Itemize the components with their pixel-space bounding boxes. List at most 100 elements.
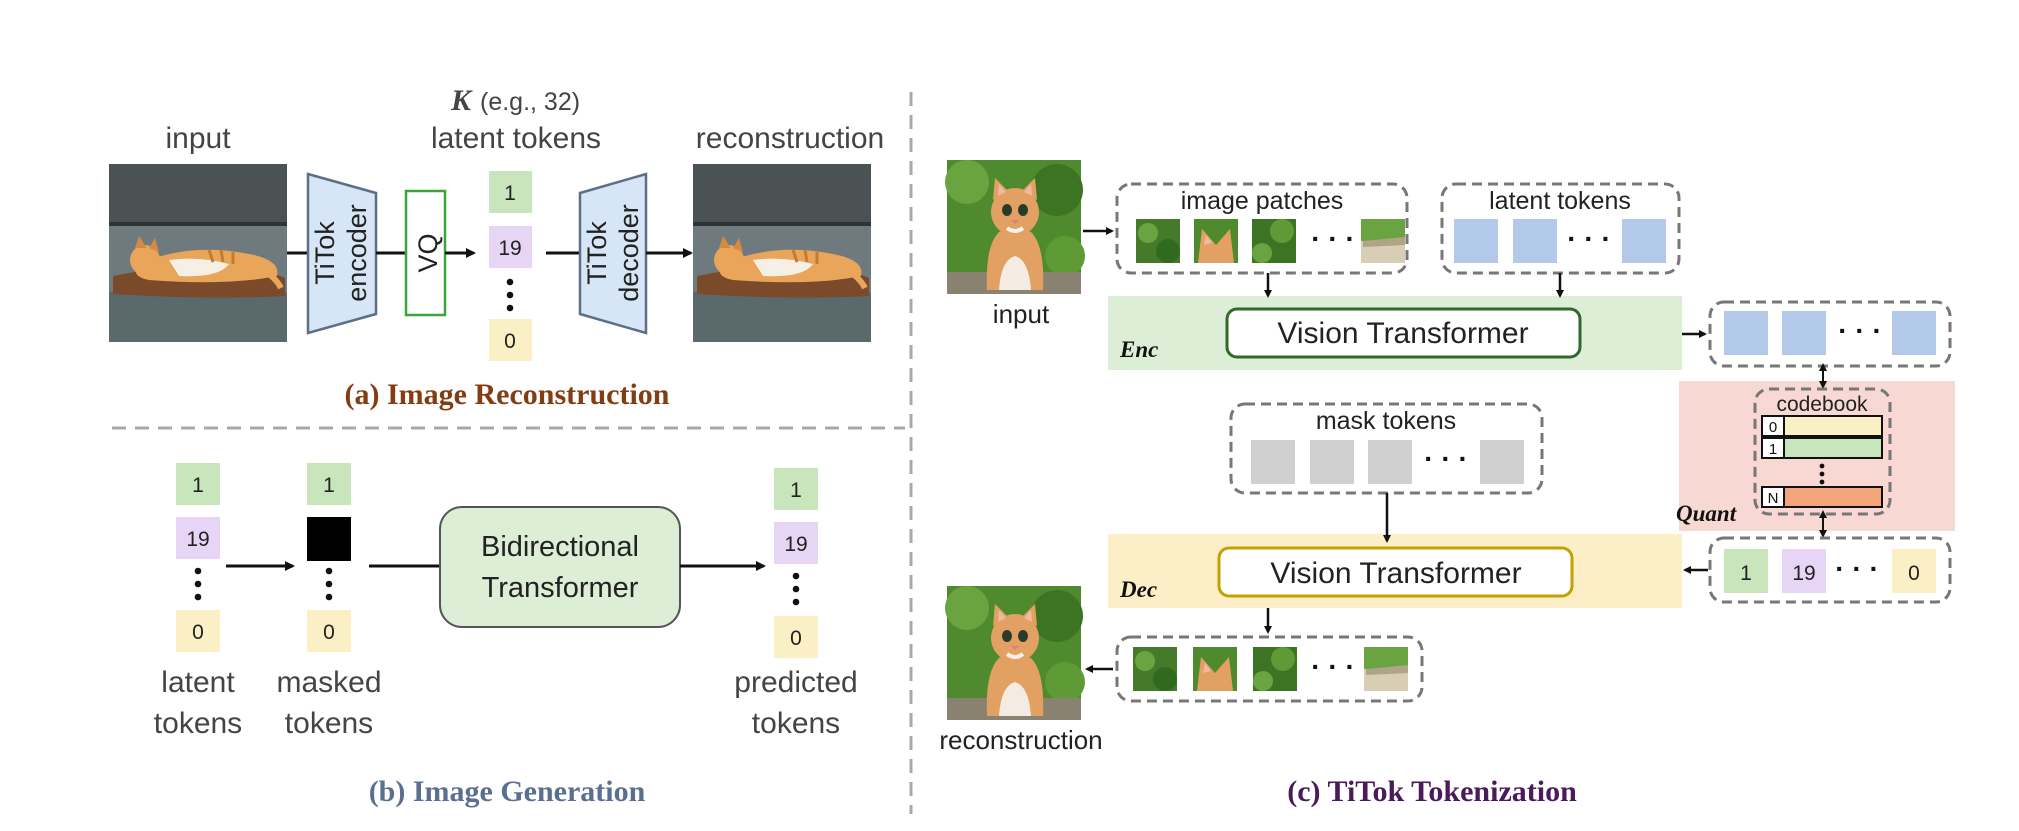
- mask-token-gray-1: [1251, 440, 1295, 484]
- latent-ellipsis: · · ·: [1567, 223, 1611, 254]
- masked-tokens-label-line-1: masked: [276, 666, 381, 699]
- encoded-token-2: [1782, 311, 1826, 355]
- masked-token-1: [307, 463, 351, 505]
- token-1: [489, 171, 532, 213]
- panel-titok-tokenization: input image patches · · · latent tokens …: [939, 158, 1955, 808]
- panel-image-reconstruction: input TiTok encoder VQ K (e.g., 32) late…: [109, 84, 884, 411]
- latent-tokens-group-label: latent tokens: [1489, 187, 1631, 215]
- predicted-vertical-ellipsis: [792, 572, 800, 606]
- latent-token-blue-2: [1513, 219, 1557, 263]
- predicted-token-1-label: 1: [790, 479, 802, 502]
- mask-tokens-label: mask tokens: [1316, 407, 1456, 435]
- masked-token-0: [307, 610, 351, 652]
- latent-tokens-label-line-2: tokens: [154, 707, 242, 740]
- reconstructed-patch-last: [1364, 647, 1408, 691]
- decoder-vision-transformer: [1217, 546, 1574, 598]
- mask-token-gray-last: [1480, 440, 1524, 484]
- codebook-index-1-cell: [1761, 437, 1785, 459]
- enc-label: Enc: [1119, 337, 1158, 362]
- bidirectional-transformer-block: [439, 506, 681, 628]
- latent-token-1-label: 1: [192, 474, 204, 497]
- kitten-reconstruction-image: [943, 584, 1087, 722]
- codebook-vertical-ellipsis: [1819, 463, 1825, 485]
- image-patch-1: [1136, 219, 1180, 263]
- sleeping-cat-reconstruction-image: [693, 164, 871, 342]
- encoder-label-line-1: TiTok: [310, 221, 340, 285]
- encoder-label-line-2: encoder: [342, 204, 372, 302]
- masked-token-0-label: 0: [323, 621, 335, 644]
- patches-ellipsis: · · ·: [1311, 223, 1355, 254]
- latent-token-19: [176, 517, 220, 559]
- mask-token-black: [307, 517, 351, 561]
- panel-b-title: (b) Image Generation: [369, 775, 646, 808]
- codebook-index-0-cell: [1761, 415, 1785, 437]
- codebook-index-n-cell: [1761, 486, 1785, 508]
- encoded-token-1: [1724, 311, 1768, 355]
- predicted-token-0: [774, 616, 818, 658]
- image-patch-2: [1194, 219, 1238, 263]
- decoder-label-line-1: TiTok: [582, 221, 612, 285]
- sleeping-cat-input-image: [109, 164, 287, 342]
- predicted-token-1: [774, 468, 818, 510]
- masked-tokens-label-line-2: tokens: [285, 707, 373, 740]
- vertical-ellipsis: [506, 278, 514, 312]
- k-symbol: K: [450, 84, 473, 117]
- codebook-label: codebook: [1776, 393, 1868, 416]
- token-19: [489, 226, 532, 268]
- decoder-vit-label: Vision Transformer: [1270, 557, 1521, 590]
- mask-ellipsis: · · ·: [1424, 443, 1468, 474]
- encoder-vision-transformer: [1225, 307, 1582, 359]
- reconstructed-ellipsis: · · ·: [1311, 651, 1355, 682]
- quantized-token-1-label: 1: [1740, 562, 1752, 585]
- mask-token-gray-3: [1368, 440, 1412, 484]
- vq-block: [404, 189, 447, 317]
- encoded-ellipsis: · · ·: [1838, 315, 1882, 346]
- latent-token-0-label: 0: [192, 621, 204, 644]
- panel-c-input-label: input: [993, 299, 1050, 329]
- latent-token-19-label: 19: [186, 528, 209, 551]
- quantized-tokens-group: [1708, 536, 1952, 604]
- token-0: [489, 319, 532, 361]
- latent-tokens-label: latent tokens: [431, 122, 601, 155]
- quantized-token-0-label: 0: [1908, 562, 1920, 585]
- image-patches-label: image patches: [1181, 187, 1344, 215]
- decoder-label-line-2: decoder: [614, 204, 644, 302]
- quantized-token-19: [1782, 549, 1826, 593]
- panel-a-input-label: input: [165, 122, 231, 155]
- panel-c-title: (c) TiTok Tokenization: [1287, 775, 1577, 808]
- quantized-token-19-label: 19: [1792, 562, 1815, 585]
- latent-token-1: [176, 463, 220, 505]
- image-patch-last: [1361, 219, 1405, 263]
- codebook-index-n: N: [1768, 490, 1779, 507]
- kitten-input-image: [943, 158, 1087, 296]
- token-0-label: 0: [504, 330, 516, 353]
- vq-label: VQ: [413, 233, 443, 272]
- encoder-vit-label: Vision Transformer: [1277, 317, 1528, 350]
- latent-vertical-ellipsis: [194, 567, 202, 601]
- latent-token-blue-1: [1454, 219, 1498, 263]
- predicted-tokens-label-line-1: predicted: [734, 666, 857, 699]
- token-19-label: 19: [498, 237, 521, 260]
- titok-encoder-block: [306, 172, 378, 335]
- latent-token-blue-last: [1622, 219, 1666, 263]
- panel-c-reconstruction-label: reconstruction: [939, 725, 1102, 755]
- encoded-token-last: [1892, 311, 1936, 355]
- reconstructed-patch-1: [1133, 647, 1177, 691]
- masked-token-1-label: 1: [323, 474, 335, 497]
- transformer-line-2: Transformer: [482, 572, 639, 604]
- reconstructed-patch-2: [1193, 647, 1237, 691]
- mask-token-gray-2: [1310, 440, 1354, 484]
- encoder-output-group: [1708, 300, 1952, 368]
- predicted-token-19: [774, 522, 818, 564]
- image-patch-3: [1252, 219, 1296, 263]
- token-1-label: 1: [504, 182, 516, 205]
- quantized-token-1: [1724, 549, 1768, 593]
- panel-a-title: (a) Image Reconstruction: [345, 378, 670, 411]
- transformer-line-1: Bidirectional: [481, 531, 639, 563]
- panel-image-generation: 1 19 0 1 0 Bidirectional Transformer 1 1…: [154, 463, 858, 808]
- latent-tokens-label-line-1: latent: [161, 666, 235, 699]
- predicted-tokens-label-line-2: tokens: [752, 707, 840, 740]
- dec-label: Dec: [1119, 577, 1157, 602]
- quantized-token-0: [1892, 549, 1936, 593]
